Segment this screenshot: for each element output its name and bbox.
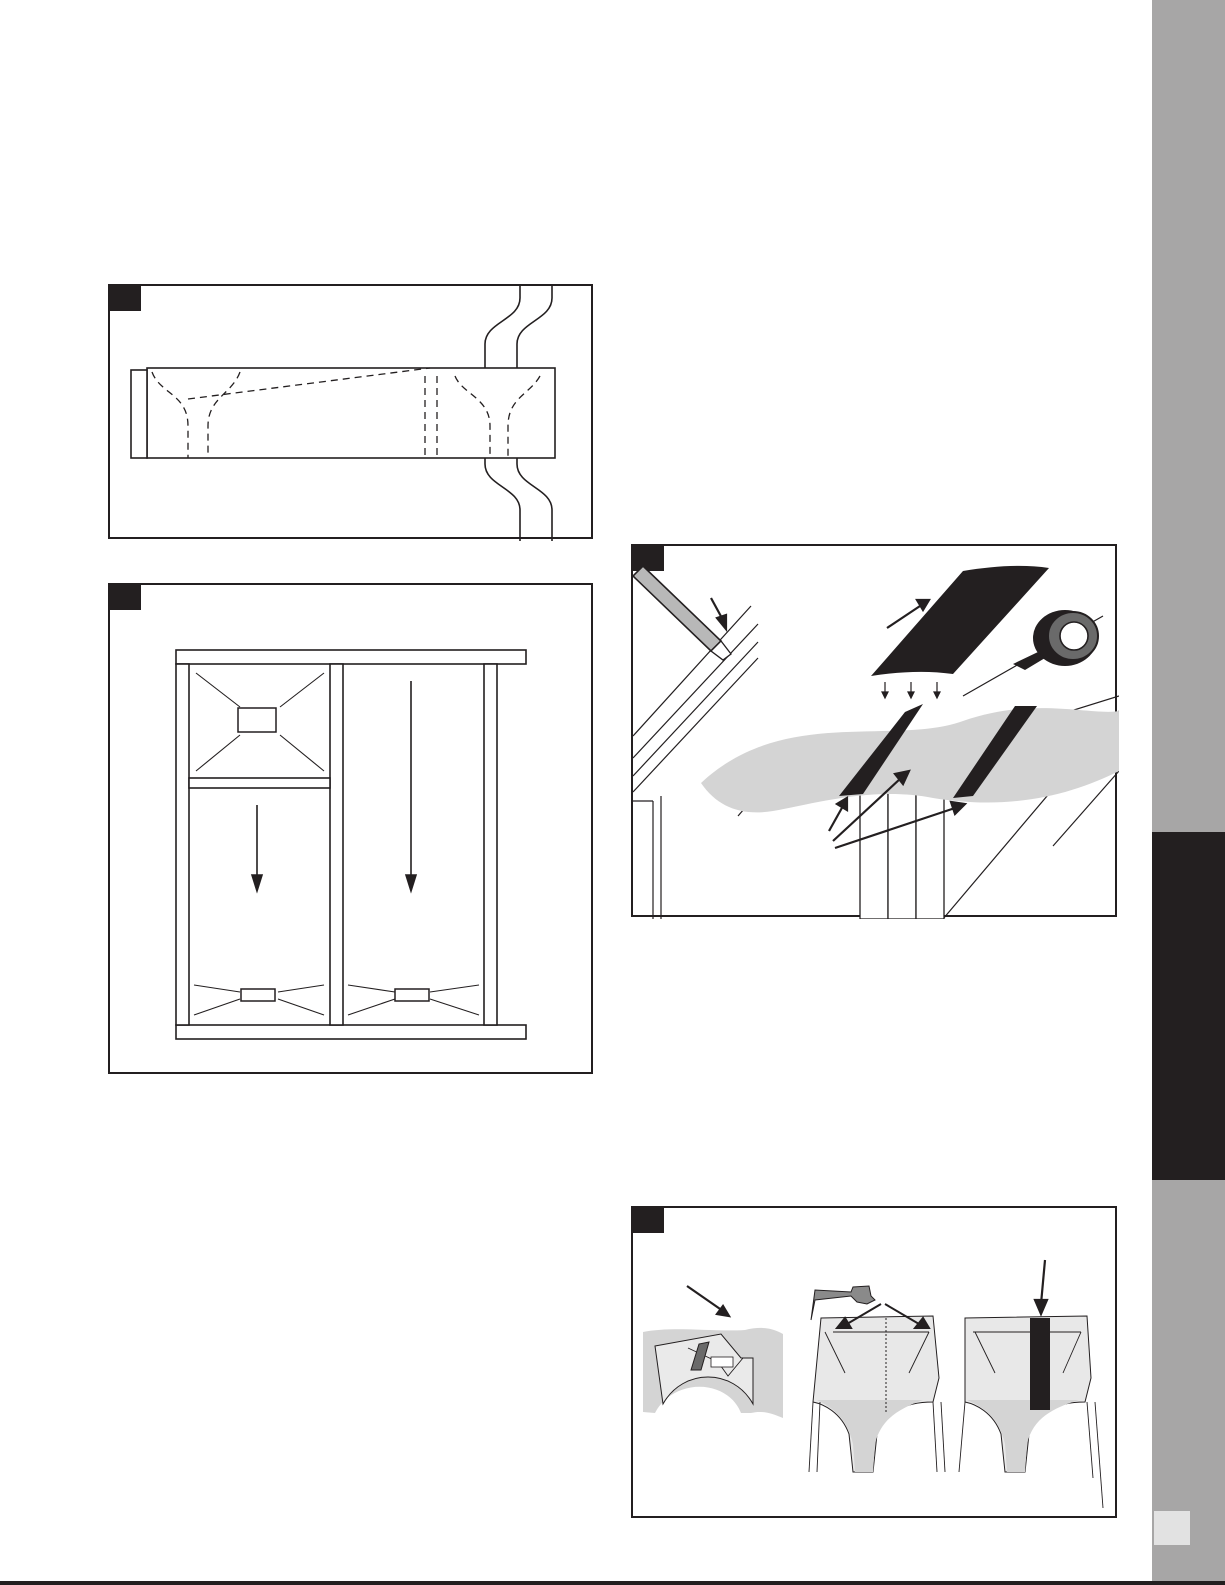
studs (860, 791, 944, 919)
figure-2-drawing (110, 585, 595, 1076)
page-number-box (1154, 1511, 1190, 1545)
side-tab-active (1152, 832, 1225, 1180)
figure-3-seam-taping (631, 544, 1117, 917)
cross-block (189, 778, 330, 788)
tape-roll (1013, 610, 1098, 670)
staple-gun-tool (811, 1286, 875, 1320)
bottom-plate (176, 1025, 526, 1039)
stud-right (484, 664, 497, 1025)
top-plate (176, 650, 526, 664)
figure-1-pipe-framing (108, 284, 593, 539)
panel-tape-seam (959, 1260, 1103, 1508)
figure-4-drawing (633, 1208, 1119, 1520)
panel-staple-seam (809, 1286, 945, 1472)
end-block (131, 370, 147, 458)
figure-3-drawing (633, 546, 1119, 919)
stud-middle (330, 664, 343, 1025)
framing-member (147, 368, 555, 458)
bottom-rule (0, 1581, 1225, 1585)
side-tab-upper (1152, 0, 1225, 832)
caulk-arrow (711, 598, 726, 629)
panel-cut-membrane (643, 1286, 783, 1418)
small-down-arrows (882, 682, 940, 698)
figure-1-drawing (110, 286, 595, 541)
figure-4-membrane-repair (631, 1206, 1117, 1518)
caulk-gun-tool (633, 566, 731, 660)
stud-left (176, 664, 189, 1025)
figure-2-wall-framing (108, 583, 593, 1074)
